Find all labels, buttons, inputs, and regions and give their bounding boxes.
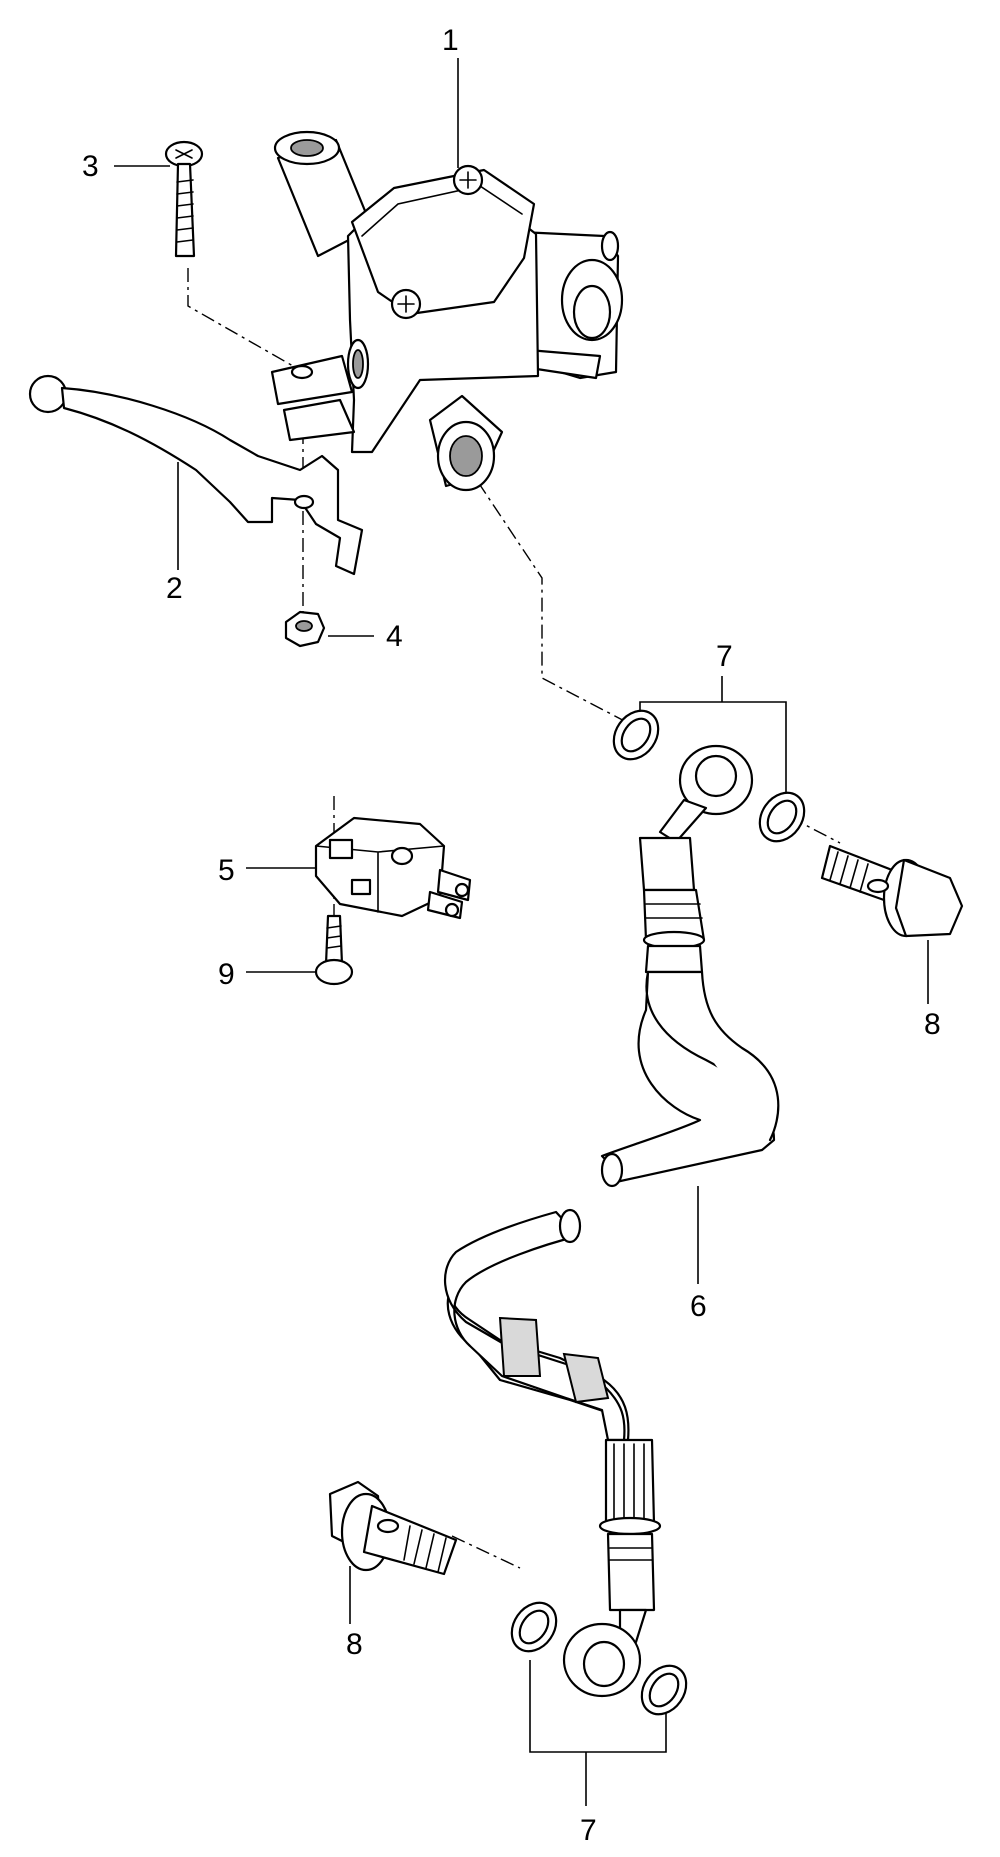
callout-8-right-label: 8 [924, 1008, 941, 1041]
leader-lines [114, 58, 929, 1806]
callout-9-label: 9 [218, 958, 235, 991]
callout-2-label: 2 [166, 572, 183, 605]
callout-8-left-label: 8 [346, 1628, 363, 1661]
banjo-bolt-upper [820, 844, 964, 938]
callout-5-label: 5 [218, 854, 235, 887]
pivot-screw [164, 140, 204, 258]
banjo-bolt-lower [328, 1480, 458, 1576]
brake-lever [28, 374, 364, 576]
sealing-washers-bottom [510, 1601, 688, 1716]
switch-screw [314, 914, 354, 986]
brake-light-switch [314, 816, 472, 920]
brake-hose [444, 744, 780, 1698]
lever-nut [284, 610, 326, 648]
callout-7-bottom-label: 7 [580, 1814, 597, 1847]
callout-6-label: 6 [690, 1290, 707, 1323]
master-cylinder [270, 130, 624, 492]
callout-7-top-label: 7 [716, 640, 733, 673]
callout-3-label: 3 [82, 150, 99, 183]
sealing-washers-top [612, 709, 806, 843]
callout-1-label: 1 [442, 24, 459, 57]
callout-4-label: 4 [386, 620, 403, 653]
